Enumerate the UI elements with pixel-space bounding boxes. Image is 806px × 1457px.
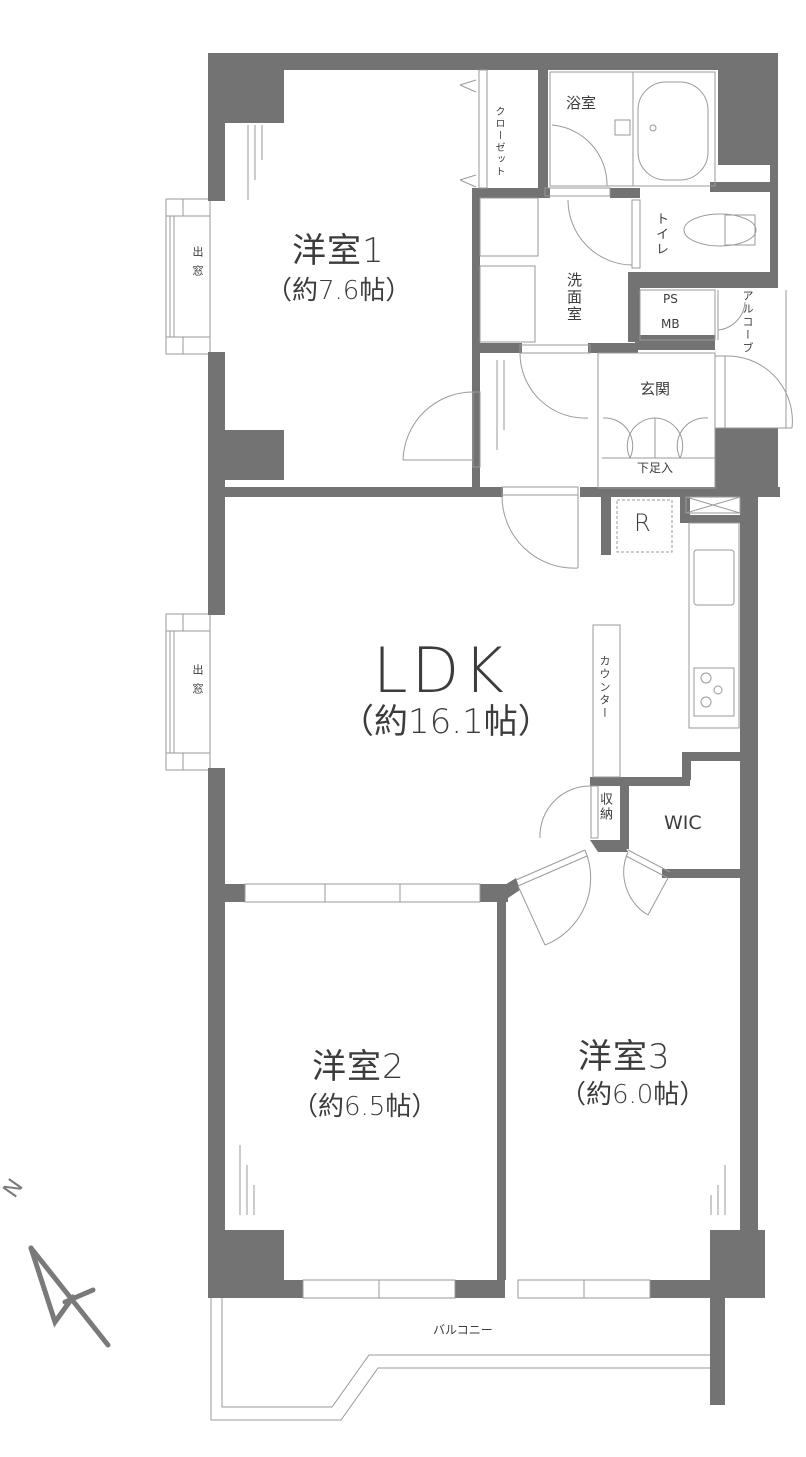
closet-label: クローゼット (493, 106, 504, 178)
storage-label: 収納 (597, 792, 612, 822)
bathroom-label: 浴室 (566, 94, 597, 112)
refrigerator-label: R (634, 509, 651, 537)
balcony-outline (210, 1297, 722, 1421)
walls (208, 53, 780, 1405)
shoe-box-label: 下足入 (637, 461, 674, 475)
bay-window-mid (165, 613, 211, 771)
bedroom2-name: 洋室2 (312, 1047, 405, 1087)
ldk-area: （約16.1帖） (340, 702, 552, 742)
bay-window-mid-label: 出窓 (191, 664, 204, 702)
mb-label: MB (661, 317, 680, 331)
bay-window-top-label: 出窓 (191, 246, 204, 284)
ldk-name: LDK (373, 634, 508, 707)
bedroom2-area: （約6.5帖） (292, 1092, 438, 1122)
fixture-lines (239, 69, 793, 1299)
north-arrow-icon (28, 1245, 111, 1348)
bay-window-top (165, 198, 211, 355)
balcony-label: バルコニー (433, 1323, 493, 1337)
washroom-label: 洗面室 (565, 272, 583, 323)
bedroom3-name: 洋室3 (578, 1037, 671, 1077)
bedroom1-area: （約7.6帖） (266, 276, 412, 306)
bedroom1-name: 洋室1 (292, 231, 385, 271)
toilet-label: トイレ (653, 212, 668, 257)
bedroom3-area: （約6.0帖） (560, 1080, 706, 1110)
entrance-label: 玄関 (640, 380, 671, 398)
wic-label: WIC (664, 812, 702, 834)
ps-label: PS (663, 292, 678, 306)
alcove-label: アルコーブ (741, 290, 754, 355)
counter-label: カウンター (598, 655, 611, 720)
